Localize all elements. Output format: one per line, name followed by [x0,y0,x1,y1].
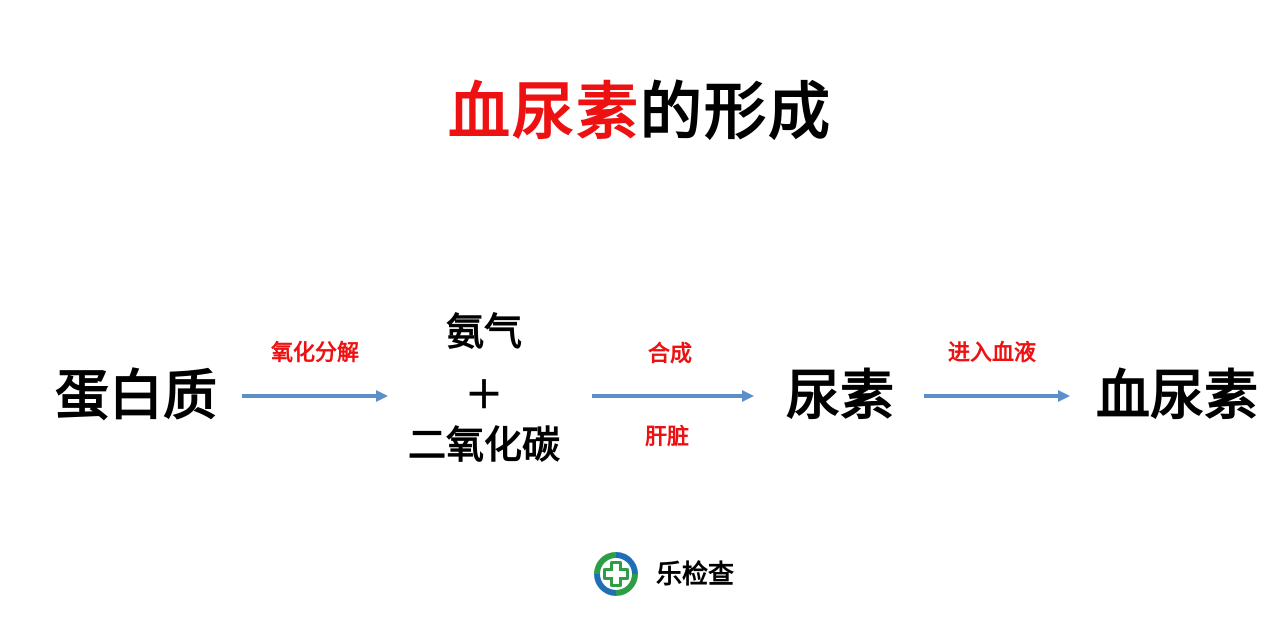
arrow-urea-to-blood-urea [924,389,1070,403]
node-ammonia: 氨气 [445,310,522,354]
node-urea: 尿素 [786,364,894,427]
arrow-ammonia-to-urea [592,389,754,403]
arrow-right-icon [924,390,1070,402]
brand-name: 乐检查 [656,560,735,590]
title-rest: 的形成 [640,75,833,148]
medical-cross-logo-icon [590,548,642,600]
arrow-right-icon [242,390,388,402]
node-co2: 二氧化碳 [407,423,560,467]
edge-label-synthesis: 合成 [647,342,692,367]
node-blood-urea: 血尿素 [1096,364,1258,427]
page-title: 血尿素的形成 [0,72,1280,152]
arrow-right-icon [592,390,754,402]
arrow-protein-to-ammonia [242,389,388,403]
plus-sign: ＋ [464,373,503,417]
node-protein: 蛋白质 [55,364,217,427]
edge-label-oxidation: 氧化分解 [270,341,359,366]
edge-label-enter-blood: 进入血液 [947,341,1036,366]
edge-label-liver: 肝脏 [644,425,689,450]
title-highlight: 血尿素 [447,75,640,148]
